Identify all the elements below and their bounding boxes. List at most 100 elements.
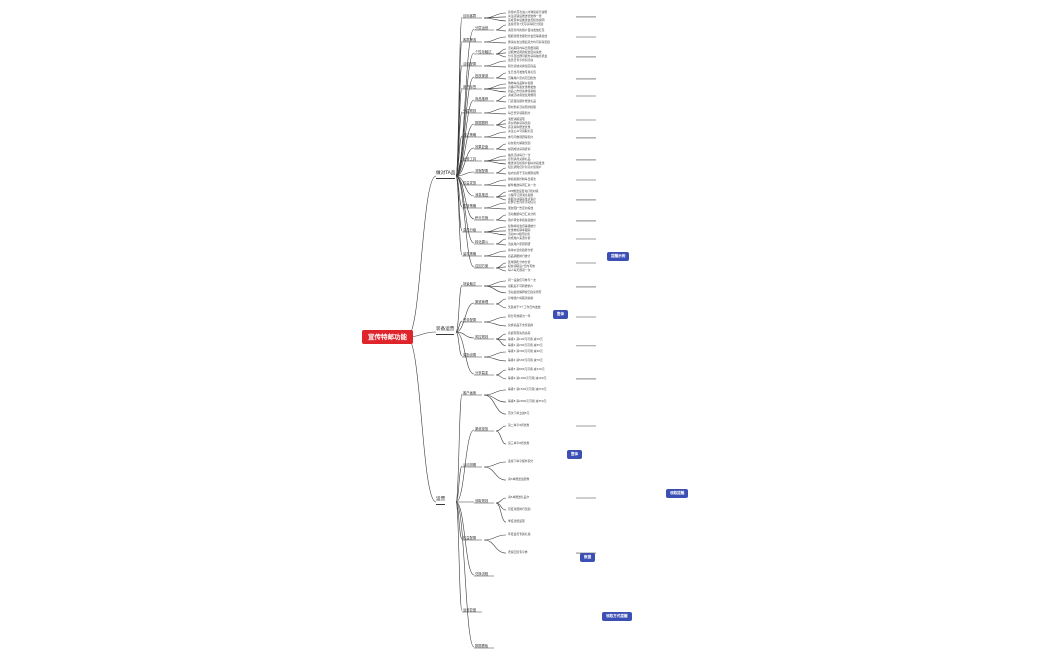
leaf-node[interactable]: 连续签到7天可获得积分奖励 (508, 22, 544, 26)
tag-overall-2[interactable]: 整体 (567, 450, 583, 459)
leaf-node[interactable]: 优惠券核销率跟踪 (508, 227, 531, 232)
branch-a-node[interactable]: 留存策略 (463, 252, 477, 256)
branch-a-node[interactable]: 商品推荐 (475, 97, 489, 101)
leaf-node[interactable]: 活动最终解释权归商家所有 (508, 289, 542, 294)
leaf-node[interactable]: 流失用户原因调研 (508, 241, 531, 246)
leaf-node[interactable]: 等级6 满1000元可用 减160元 (508, 375, 547, 380)
leaf-node[interactable]: 兑换商品不支持退换 (508, 322, 534, 327)
leaf-node[interactable]: 活动数据每日汇总分析 (508, 212, 536, 216)
leaf-node[interactable]: 第二单享9折优惠 (508, 423, 530, 427)
leaf-node[interactable]: 权益领取后7日内有效 (508, 263, 535, 268)
leaf-node[interactable]: 等级1 满100元可用 减10元 (508, 336, 543, 341)
leaf-node[interactable]: 生日当月发放专属礼包 (508, 70, 536, 74)
leaf-node[interactable]: 过期未使用的权益自动失效 (508, 49, 542, 54)
leaf-node[interactable]: 门店自提额外赠送礼品 (508, 98, 536, 103)
leaf-node[interactable]: 满减活动叠加使用规则 (508, 93, 536, 97)
branch-a-node[interactable]: 分层规则 (463, 109, 477, 113)
leaf-node[interactable]: APP推送设置免打扰时段 (508, 189, 539, 193)
leaf-node[interactable]: 满5单赠送礼品卡 (508, 495, 530, 499)
leaf-node[interactable]: 社群公告同步活动信息 (508, 200, 536, 204)
leaf-node[interactable]: 朋友圈广告定向投放 (508, 205, 534, 210)
branch-c-node[interactable]: 活动排期 (463, 463, 477, 467)
leaf-node[interactable]: 每日登录领取积分 (508, 110, 531, 115)
branch-a-node[interactable]: 积分兑换 (475, 216, 489, 220)
branch-a-node[interactable]: 用户标签 (463, 85, 477, 89)
branch-b-node[interactable]: 分享裂变 (475, 371, 489, 375)
leaf-node[interactable]: 小程序订阅消息提醒 (508, 192, 534, 197)
branch-a-node[interactable]: 目标客群 (463, 14, 477, 18)
leaf-node[interactable]: 等级3 满300元可用 减40元 (508, 349, 543, 353)
leaf-node[interactable]: 满足条件的用户自动发放红包 (508, 27, 545, 32)
leaf-node[interactable]: 关注店铺后赠送优惠券一张 (508, 13, 542, 18)
branch-c-node[interactable]: 渠道投放 (475, 427, 489, 431)
leaf-node[interactable]: 第三单享8折优惠 (508, 441, 530, 446)
branch-a-node[interactable]: 权益发放 (463, 181, 477, 185)
tag-claim-reminder[interactable]: 领取提醒 (666, 489, 689, 498)
branch-a-node[interactable]: 效果复盘 (475, 145, 489, 149)
branch-a-node[interactable]: 客群筛选 (463, 38, 477, 42)
branch-a-node[interactable]: 拉新策略 (463, 204, 477, 208)
leaf-node[interactable]: 邮件推送每周汇总一次 (508, 182, 536, 187)
branch-a-node[interactable]: 个性化触达 (475, 50, 492, 54)
leaf-node[interactable]: 等级4 满500元可用 减70元 (508, 357, 543, 362)
leaf-node[interactable]: 满3单赠送运费券 (508, 477, 530, 482)
leaf-node[interactable]: 客单价变化趋势分析 (508, 248, 534, 252)
leaf-node[interactable]: 沉睡用户定向召回优惠 (508, 75, 536, 80)
leaf-node[interactable]: 等级2 满200元可用 减25元 (508, 342, 543, 347)
leaf-node[interactable]: 短信通知仅针对高价值用户 (508, 165, 542, 169)
leaf-node[interactable]: 参与问卷调研得积分 (508, 134, 534, 139)
leaf-node[interactable]: 新增用户来源分析 (508, 236, 531, 240)
tag-reminder-example[interactable]: 提醒示例 (607, 252, 630, 261)
branch-b-node[interactable]: 场景触达 (463, 282, 477, 286)
branch-b-node[interactable]: 任务配置 (463, 318, 477, 322)
leaf-node[interactable]: 每人每天限领一次 (508, 267, 531, 272)
root-topic[interactable]: 宣传特邮功能 (362, 330, 413, 345)
leaf-node[interactable]: 完成首单后推送会员权益说明 (508, 17, 545, 22)
leaf-node[interactable]: 推送消息按用户偏好时段发送 (508, 160, 545, 165)
leaf-node[interactable]: 抽奖活动每日一次 (508, 153, 531, 157)
branch-a-node[interactable]: 会员分级 (463, 228, 477, 232)
leaf-node[interactable]: 积分有效期为一年 (508, 314, 531, 318)
branch-c-node[interactable]: 运营复盘 (463, 608, 477, 612)
branch-b-node[interactable]: 渠道管理 (475, 300, 489, 304)
leaf-node[interactable]: 关注公众号领取礼包 (508, 129, 534, 133)
leaf-node[interactable]: 活动ROI按周复盘 (508, 231, 530, 236)
branch-b-node[interactable]: 奖励设置 (463, 353, 477, 357)
leaf-node[interactable]: 新用户首次进入时弹窗提示说明 (508, 10, 548, 14)
leaf-node[interactable]: 消费满额返现 (508, 117, 525, 121)
branch-a-node[interactable]: 运营工具 (463, 157, 477, 161)
branch-a-node[interactable]: 数据跟踪 (475, 121, 489, 125)
leaf-node[interactable]: 等级5 满800元可用 减120元 (508, 367, 545, 371)
tag-data[interactable]: 数据 (580, 553, 596, 562)
branch-c-node[interactable]: 数据看板 (475, 644, 489, 648)
leaf-node[interactable]: 活动期间内每日限量领取 (508, 46, 539, 50)
leaf-node[interactable]: 商品销量排行统计 (508, 253, 531, 258)
leaf-node[interactable]: 连续下单享额外积分 (508, 459, 534, 463)
branch-a-title[interactable]: 做对TA品 (436, 171, 456, 179)
leaf-node[interactable]: 签到满月兑换礼品 (508, 156, 531, 161)
branch-c-node[interactable]: 客户画像 (463, 391, 477, 395)
leaf-node[interactable]: 站内信用于活动规则说明 (508, 170, 539, 175)
leaf-node[interactable]: 名额有限先到先得 (508, 331, 531, 335)
branch-a-node[interactable]: 消息推送 (475, 193, 489, 197)
leaf-node[interactable]: 奖励将于3个工作日内发放 (508, 304, 541, 309)
leaf-node[interactable]: 弹窗提醒控制每日频次 (508, 177, 536, 181)
leaf-node[interactable]: 老客回流专享券 (508, 550, 528, 555)
tag-claim-method[interactable]: 领取方式提醒 (602, 612, 632, 621)
leaf-node[interactable]: 邀请好友注册后双方均可获得奖励 (508, 39, 550, 44)
tag-overall-1[interactable]: 整体 (553, 310, 569, 319)
branch-c-title[interactable]: 运营 (436, 497, 446, 505)
branch-a-node[interactable]: 召回方案 (475, 264, 489, 268)
leaf-node[interactable]: 异常账户将取消资格 (508, 296, 534, 300)
branch-c-node[interactable]: 领取规则 (475, 499, 489, 503)
leaf-node[interactable]: 新品上市优先体验资格 (508, 88, 536, 93)
leaf-node[interactable]: 评价晒单获得奖励 (508, 120, 531, 125)
branch-a-node[interactable]: 活动配置 (463, 62, 477, 66)
leaf-node[interactable]: 等级7 满1500元可用 减250元 (508, 387, 547, 391)
leaf-node[interactable]: 区域销售分布分析 (508, 260, 531, 264)
branch-a-node[interactable]: 流程配置 (475, 169, 489, 173)
leaf-node[interactable]: 好友助力解锁奖励 (508, 141, 531, 145)
leaf-node[interactable]: 等级8 满2000元可用 减350元 (508, 399, 547, 404)
leaf-node[interactable]: 同一设备仅可参与一次 (508, 278, 536, 282)
branch-c-node[interactable]: 权益配置 (463, 536, 477, 540)
